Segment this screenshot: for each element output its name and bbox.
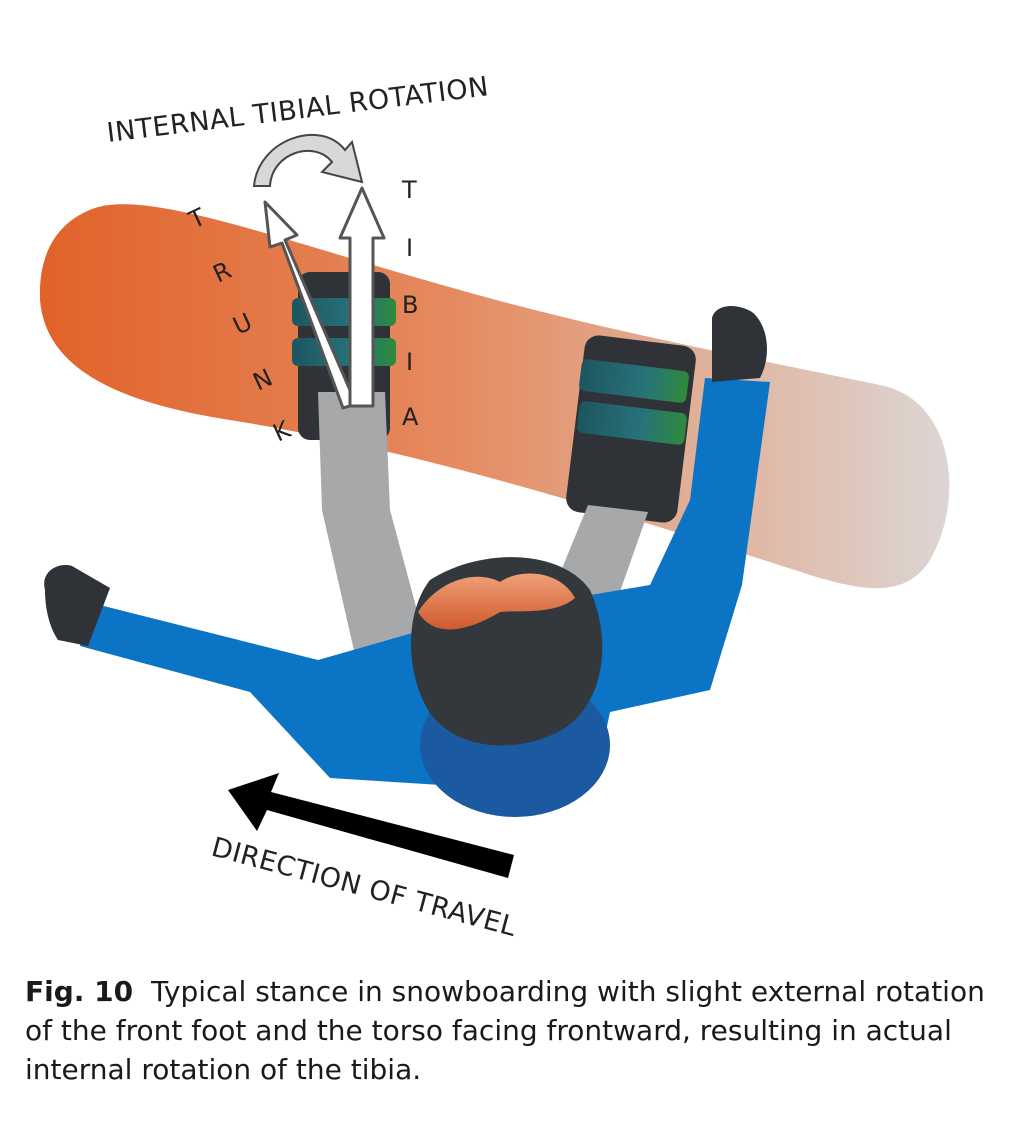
tibia-letter: T <box>401 176 417 204</box>
tibia-arrow <box>338 186 386 408</box>
trunk-arrow <box>263 200 358 410</box>
tibia-letter: B <box>402 291 419 319</box>
front-leg <box>318 392 425 655</box>
tibia-letter: A <box>402 403 419 431</box>
direction-arrow <box>228 773 514 878</box>
caption-text: Typical stance in snowboarding with slig… <box>25 975 985 1086</box>
back-binding <box>566 335 696 523</box>
rotation-arrow <box>252 133 364 187</box>
snowboard <box>39 204 950 589</box>
goggles <box>418 573 575 630</box>
right-glove <box>712 306 767 382</box>
figure-number: Fig. 10 <box>25 975 134 1008</box>
tibia-letter: I <box>406 348 414 376</box>
snowboard-stance-diagram: INTERNAL TIBIAL ROTATION T R U N K T I B… <box>39 71 950 943</box>
tibia-letter: I <box>406 234 414 262</box>
left-glove <box>44 565 110 646</box>
jacket <box>80 378 770 790</box>
tibia-label: T I B I A <box>401 176 419 431</box>
